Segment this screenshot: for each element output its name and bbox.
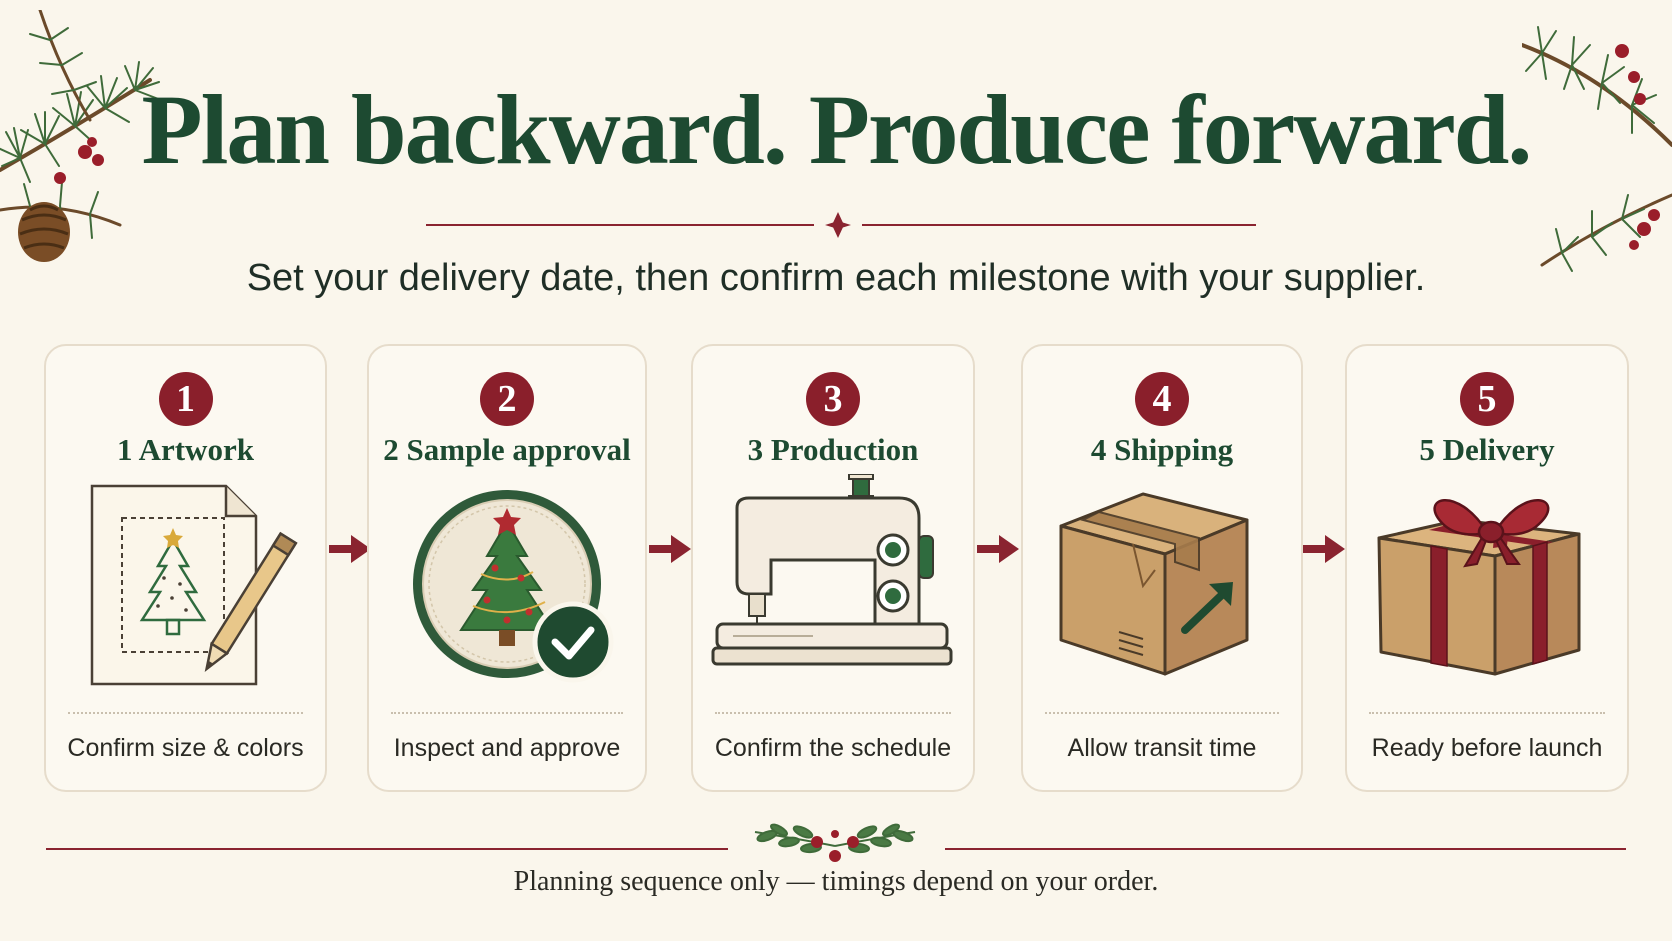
- page-subtitle: Set your delivery date, then confirm eac…: [246, 257, 1426, 299]
- footnote: Planning sequence only — timings depend …: [513, 866, 1159, 897]
- flow-arrow-icon: [329, 535, 371, 563]
- pine-branch-right-decoration: [1522, 26, 1672, 272]
- title-divider-ornament: [426, 212, 1256, 238]
- step-number-badge: 5: [1460, 372, 1514, 426]
- step-caption: Allow transit time: [1067, 734, 1257, 762]
- step-title: 2 Sample approval: [383, 432, 631, 467]
- footer-divider-left: [46, 848, 728, 850]
- step-title: 5 Delivery: [1419, 432, 1555, 467]
- flow-arrow-icon: [1303, 535, 1345, 563]
- step-divider: [715, 712, 951, 714]
- step-caption: Confirm size & colors: [67, 734, 304, 762]
- step-card-delivery: 5 5 Delivery Ready before launch: [1345, 344, 1629, 792]
- step-caption: Ready before launch: [1371, 734, 1603, 762]
- step-number-badge: 2: [480, 372, 534, 426]
- step-card-artwork: 1 1 Artwork Confirm size & colors: [44, 344, 327, 792]
- step-divider: [68, 712, 303, 714]
- shipping-box-icon: [1059, 492, 1249, 676]
- step-caption: Inspect and approve: [393, 734, 621, 762]
- step-caption: Confirm the schedule: [714, 734, 952, 762]
- step-title: 1 Artwork: [117, 432, 254, 467]
- artwork-sketch-icon: [90, 484, 298, 686]
- step-number-badge: 4: [1135, 372, 1189, 426]
- footer-divider-right: [945, 848, 1626, 850]
- step-card-sample-approval: 2 2 Sample approval Inspect and approve: [367, 344, 647, 792]
- sewing-machine-icon: [711, 474, 953, 666]
- step-number-badge: 1: [158, 372, 213, 426]
- step-title: 3 Production: [747, 432, 919, 467]
- pine-branch-left-decoration: [0, 10, 162, 262]
- step-divider: [391, 712, 623, 714]
- step-card-production: 3 3 Production Confirm the schedule: [691, 344, 975, 792]
- step-divider: [1369, 712, 1605, 714]
- embroidered-patch-check-icon: [413, 490, 614, 683]
- flow-arrow-icon: [977, 535, 1019, 563]
- holly-sprig-ornament: [754, 823, 916, 862]
- step-title: 4 Shipping: [1090, 432, 1234, 467]
- page-title: Plan backward. Produce forward.: [141, 74, 1533, 185]
- flow-arrow-icon: [649, 535, 691, 563]
- step-number-badge: 3: [806, 372, 860, 426]
- step-divider: [1045, 712, 1279, 714]
- gift-box-icon: [1377, 499, 1581, 676]
- step-card-shipping: 4 4 Shipping Allow transit time: [1021, 344, 1303, 792]
